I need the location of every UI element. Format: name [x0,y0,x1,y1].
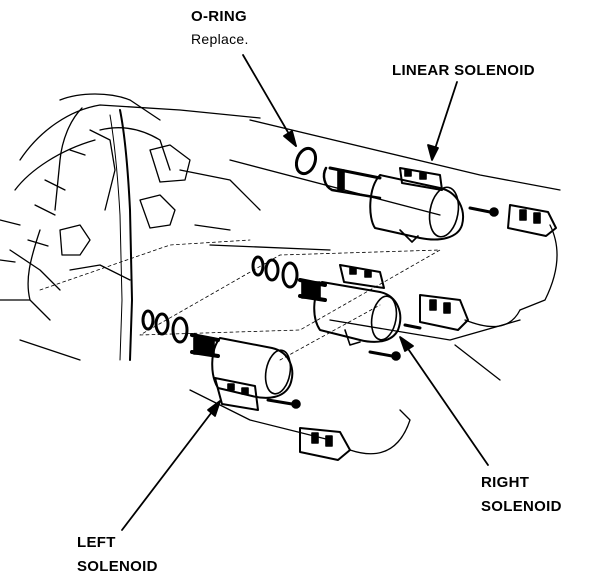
o-ring-note: Replace. [191,31,249,47]
left-solenoid-leader [121,403,219,531]
right-solenoid-part [251,255,521,361]
leader-arrows [121,54,489,531]
o-ring-arrowhead [283,130,297,147]
o-ring-part [294,146,318,176]
right-solenoid-arrowhead [399,336,414,352]
right-solenoid-label-line1: RIGHT [481,474,530,491]
left-solenoid-label-line2: SOLENOID [77,558,158,575]
left-solenoid-arrowhead [207,400,221,417]
o-ring-leader [242,54,297,147]
linear-solenoid-leader [431,81,458,159]
o-ring-label: O-RING [191,8,247,25]
linear-solenoid-arrowhead [427,144,439,161]
right-solenoid-label-line2: SOLENOID [481,498,562,515]
linear-solenoid-label: LINEAR SOLENOID [392,62,535,79]
linear-solenoid-part [322,166,558,311]
transmission-housing [0,93,561,441]
left-solenoid-label-line1: LEFT [77,534,116,551]
right-solenoid-leader [401,339,489,466]
left-solenoid-part [141,309,411,461]
